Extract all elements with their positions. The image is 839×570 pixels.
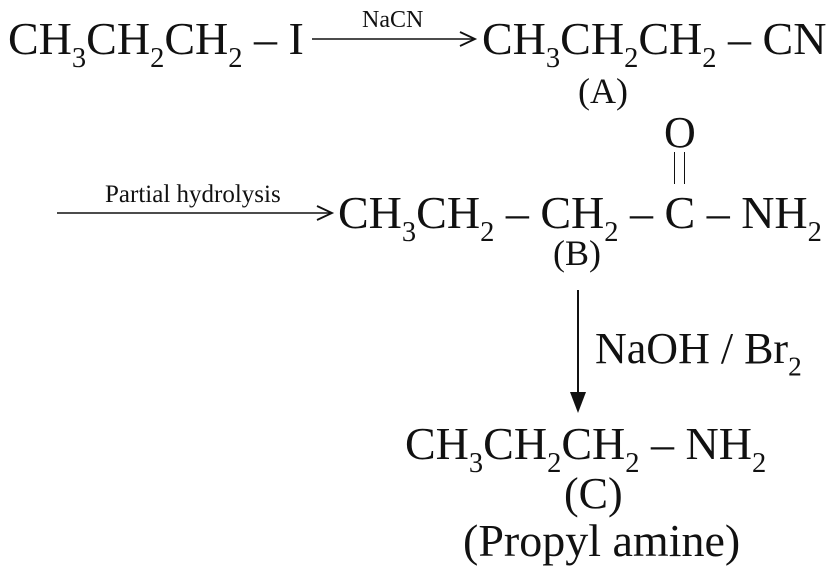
subscript: 2 (702, 42, 717, 74)
reaction-arrow-step3 (570, 290, 586, 413)
subscript: 2 (480, 216, 495, 248)
amide-group: – NH2 (695, 187, 822, 248)
compound-c-name: (Propyl amine) (463, 515, 741, 566)
double-bond-line (673, 152, 676, 184)
carbonyl-oxygen: O (663, 108, 696, 157)
subscript: 3 (71, 42, 87, 74)
subscript: 2 (625, 447, 640, 479)
step1-reactant-formula: CH3CH2CH2 – I (8, 13, 304, 74)
subscript: 2 (807, 216, 822, 248)
reaction-arrow-step2 (57, 205, 335, 221)
subscript: 3 (545, 42, 561, 74)
subscript: 2 (788, 351, 802, 382)
subscript: 3 (401, 216, 417, 248)
subscript: 2 (150, 42, 165, 74)
compound-c-label: (C) (564, 469, 623, 518)
arrow-head (316, 205, 335, 221)
reaction-arrow-step1 (312, 31, 478, 47)
subscript: 2 (624, 42, 639, 74)
step1-reagent-label: NaCN (362, 7, 424, 33)
arrow-head (459, 31, 478, 47)
subscript: 3 (468, 447, 484, 479)
compound-a-formula: CH3CH2CH2 – CN (482, 13, 827, 74)
step2-reagent-label: Partial hydrolysis (105, 181, 281, 208)
compound-b-chain: CH3CH2 – CH2 – (338, 187, 665, 248)
subscript: 2 (228, 42, 243, 74)
compound-b-label: (B) (553, 233, 601, 273)
arrow-head (570, 392, 586, 413)
carbonyl-carbon: C (664, 187, 696, 238)
subscript: 2 (547, 447, 562, 479)
compound-a-label: (A) (578, 71, 628, 111)
step3-reagent-label: NaOH / Br2 (595, 324, 802, 382)
compound-c-formula: CH3CH2CH2 – NH2 (405, 418, 767, 479)
subscript: 2 (604, 216, 619, 248)
double-bond-line (683, 152, 686, 184)
subscript: 2 (751, 447, 767, 479)
